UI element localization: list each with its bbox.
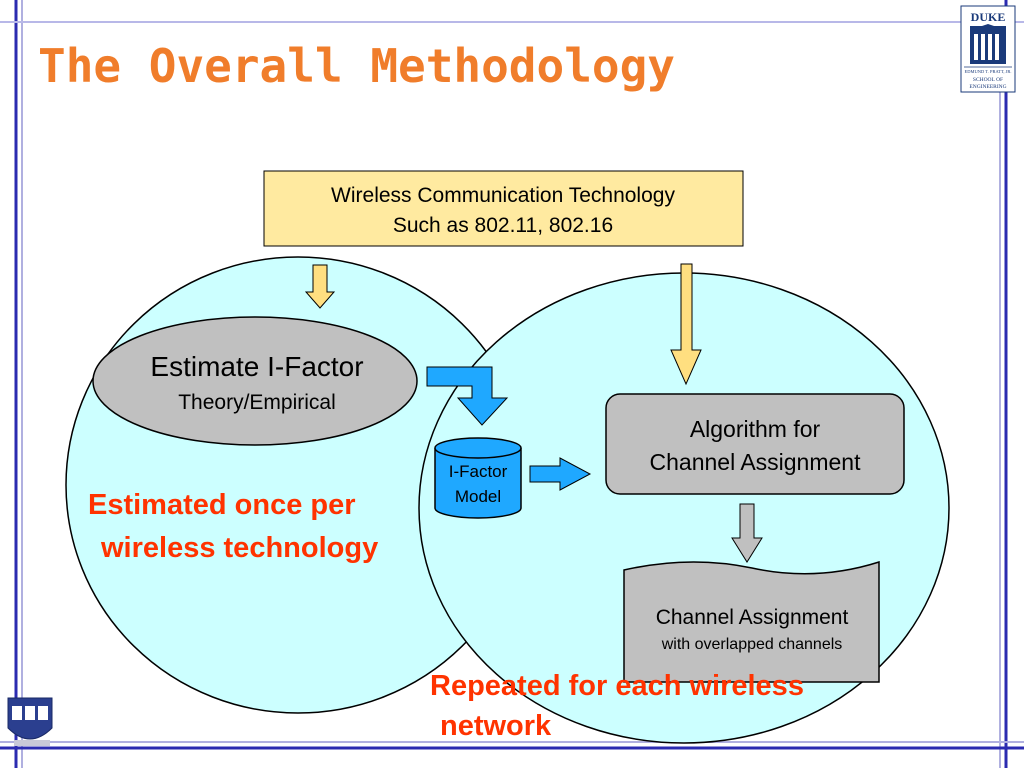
technology-box-line2: Such as 802.11, 802.16 xyxy=(393,214,613,237)
estimate-node-line1: Estimate I-Factor xyxy=(150,351,363,382)
result-node-line1: Channel Assignment xyxy=(656,606,849,629)
algorithm-node xyxy=(605,393,905,495)
model-node-line2: Model xyxy=(455,487,501,506)
technology-box-line1: Wireless Communication Technology xyxy=(331,184,675,207)
algorithm-node-line1: Algorithm for xyxy=(690,416,821,442)
model-node-line1: I-Factor xyxy=(449,462,508,481)
chapel-icon xyxy=(970,24,1006,64)
estimate-node xyxy=(92,316,418,446)
logo-line1: EDMUND T. PRATT, JR. xyxy=(964,69,1011,75)
algorithm-node-line2: Channel Assignment xyxy=(650,449,862,475)
duke-logo: DUKE EDMUND T. PRATT, JR. SCHOOL OF ENGI… xyxy=(960,5,1016,93)
result-node xyxy=(623,560,880,683)
note-left-line1: Estimated once per xyxy=(88,489,356,521)
estimate-node-line2: Theory/Empirical xyxy=(178,391,336,414)
note-right-line1: Repeated for each wireless xyxy=(430,670,804,702)
logo-line2: SCHOOL OF xyxy=(973,77,1003,83)
technology-box xyxy=(263,170,744,247)
model-node xyxy=(434,437,522,519)
note-left-line2: wireless technology xyxy=(100,532,378,564)
note-right-line2: network xyxy=(440,710,552,742)
logo-line3: ENGINEERING xyxy=(969,84,1006,90)
arrow-algorithm-to-result xyxy=(731,503,763,563)
university-crest-icon xyxy=(7,697,53,746)
slide-title: The Overall Methodology xyxy=(38,39,675,93)
logo-name: DUKE xyxy=(971,10,1006,24)
arrow-estimate-to-model xyxy=(426,366,509,426)
arrow-tech-to-algorithm xyxy=(670,263,702,386)
result-node-line2: with overlapped channels xyxy=(661,636,843,653)
arrow-tech-to-estimate xyxy=(304,264,336,309)
arrow-model-to-algorithm xyxy=(529,457,592,491)
